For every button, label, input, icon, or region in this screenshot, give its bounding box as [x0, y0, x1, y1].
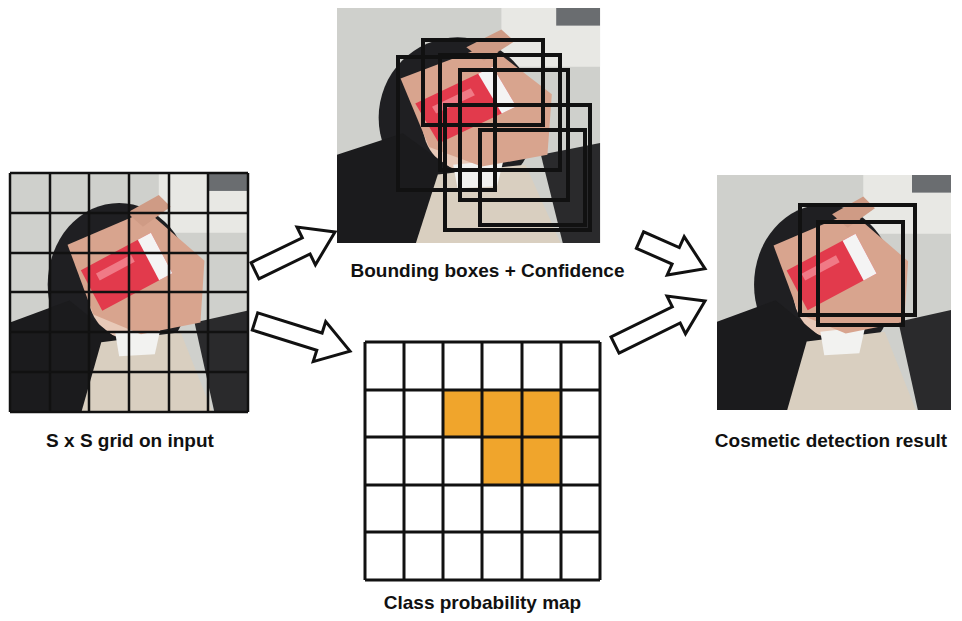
bounding-box	[460, 70, 568, 200]
map-grid	[365, 342, 600, 580]
bounding-box	[445, 105, 590, 230]
block-arrow	[636, 232, 705, 275]
grid-line	[365, 484, 600, 487]
boxes-photo	[337, 8, 600, 243]
image-panel: Class probability map	[350, 340, 615, 618]
image-panel: Bounding boxes + Confidence	[335, 6, 640, 286]
grid-line	[10, 331, 248, 334]
grid-line	[10, 212, 248, 215]
block-arrow	[611, 296, 705, 353]
result-photo	[717, 175, 951, 410]
panel-caption: Bounding boxes + Confidence	[351, 260, 625, 282]
panel-caption: Cosmetic detection result	[715, 430, 947, 452]
grid-line	[365, 579, 600, 582]
class-probability-map	[365, 342, 600, 580]
result-boxes	[800, 205, 915, 325]
grid-line	[481, 342, 484, 580]
grid-line	[403, 342, 406, 580]
grid-line	[10, 252, 248, 255]
grid-line	[10, 172, 248, 175]
panel-caption: S x S grid on input	[46, 430, 214, 452]
grid-line	[365, 389, 600, 392]
grid-line	[10, 371, 248, 374]
grid-line	[599, 342, 602, 580]
block-arrow	[251, 227, 335, 279]
input-photo	[10, 173, 248, 412]
grid-line	[365, 341, 600, 344]
panel-caption: Class probability map	[384, 592, 581, 614]
block-arrow	[252, 313, 350, 362]
class-cell	[443, 390, 561, 437]
grid-line	[442, 342, 445, 580]
image-panel: S x S grid on input	[5, 172, 255, 454]
bounding-box	[818, 222, 903, 325]
candidate-boxes	[398, 40, 590, 230]
grid-line	[521, 342, 524, 580]
input-grid	[10, 173, 248, 412]
grid-line	[365, 531, 600, 534]
grid-line	[10, 291, 248, 294]
bounding-box	[480, 130, 585, 225]
image-panel: Cosmetic detection result	[705, 172, 957, 454]
grid-line	[560, 342, 563, 580]
grid-line	[364, 342, 367, 580]
grid-line	[365, 436, 600, 439]
grid-line	[10, 411, 248, 414]
